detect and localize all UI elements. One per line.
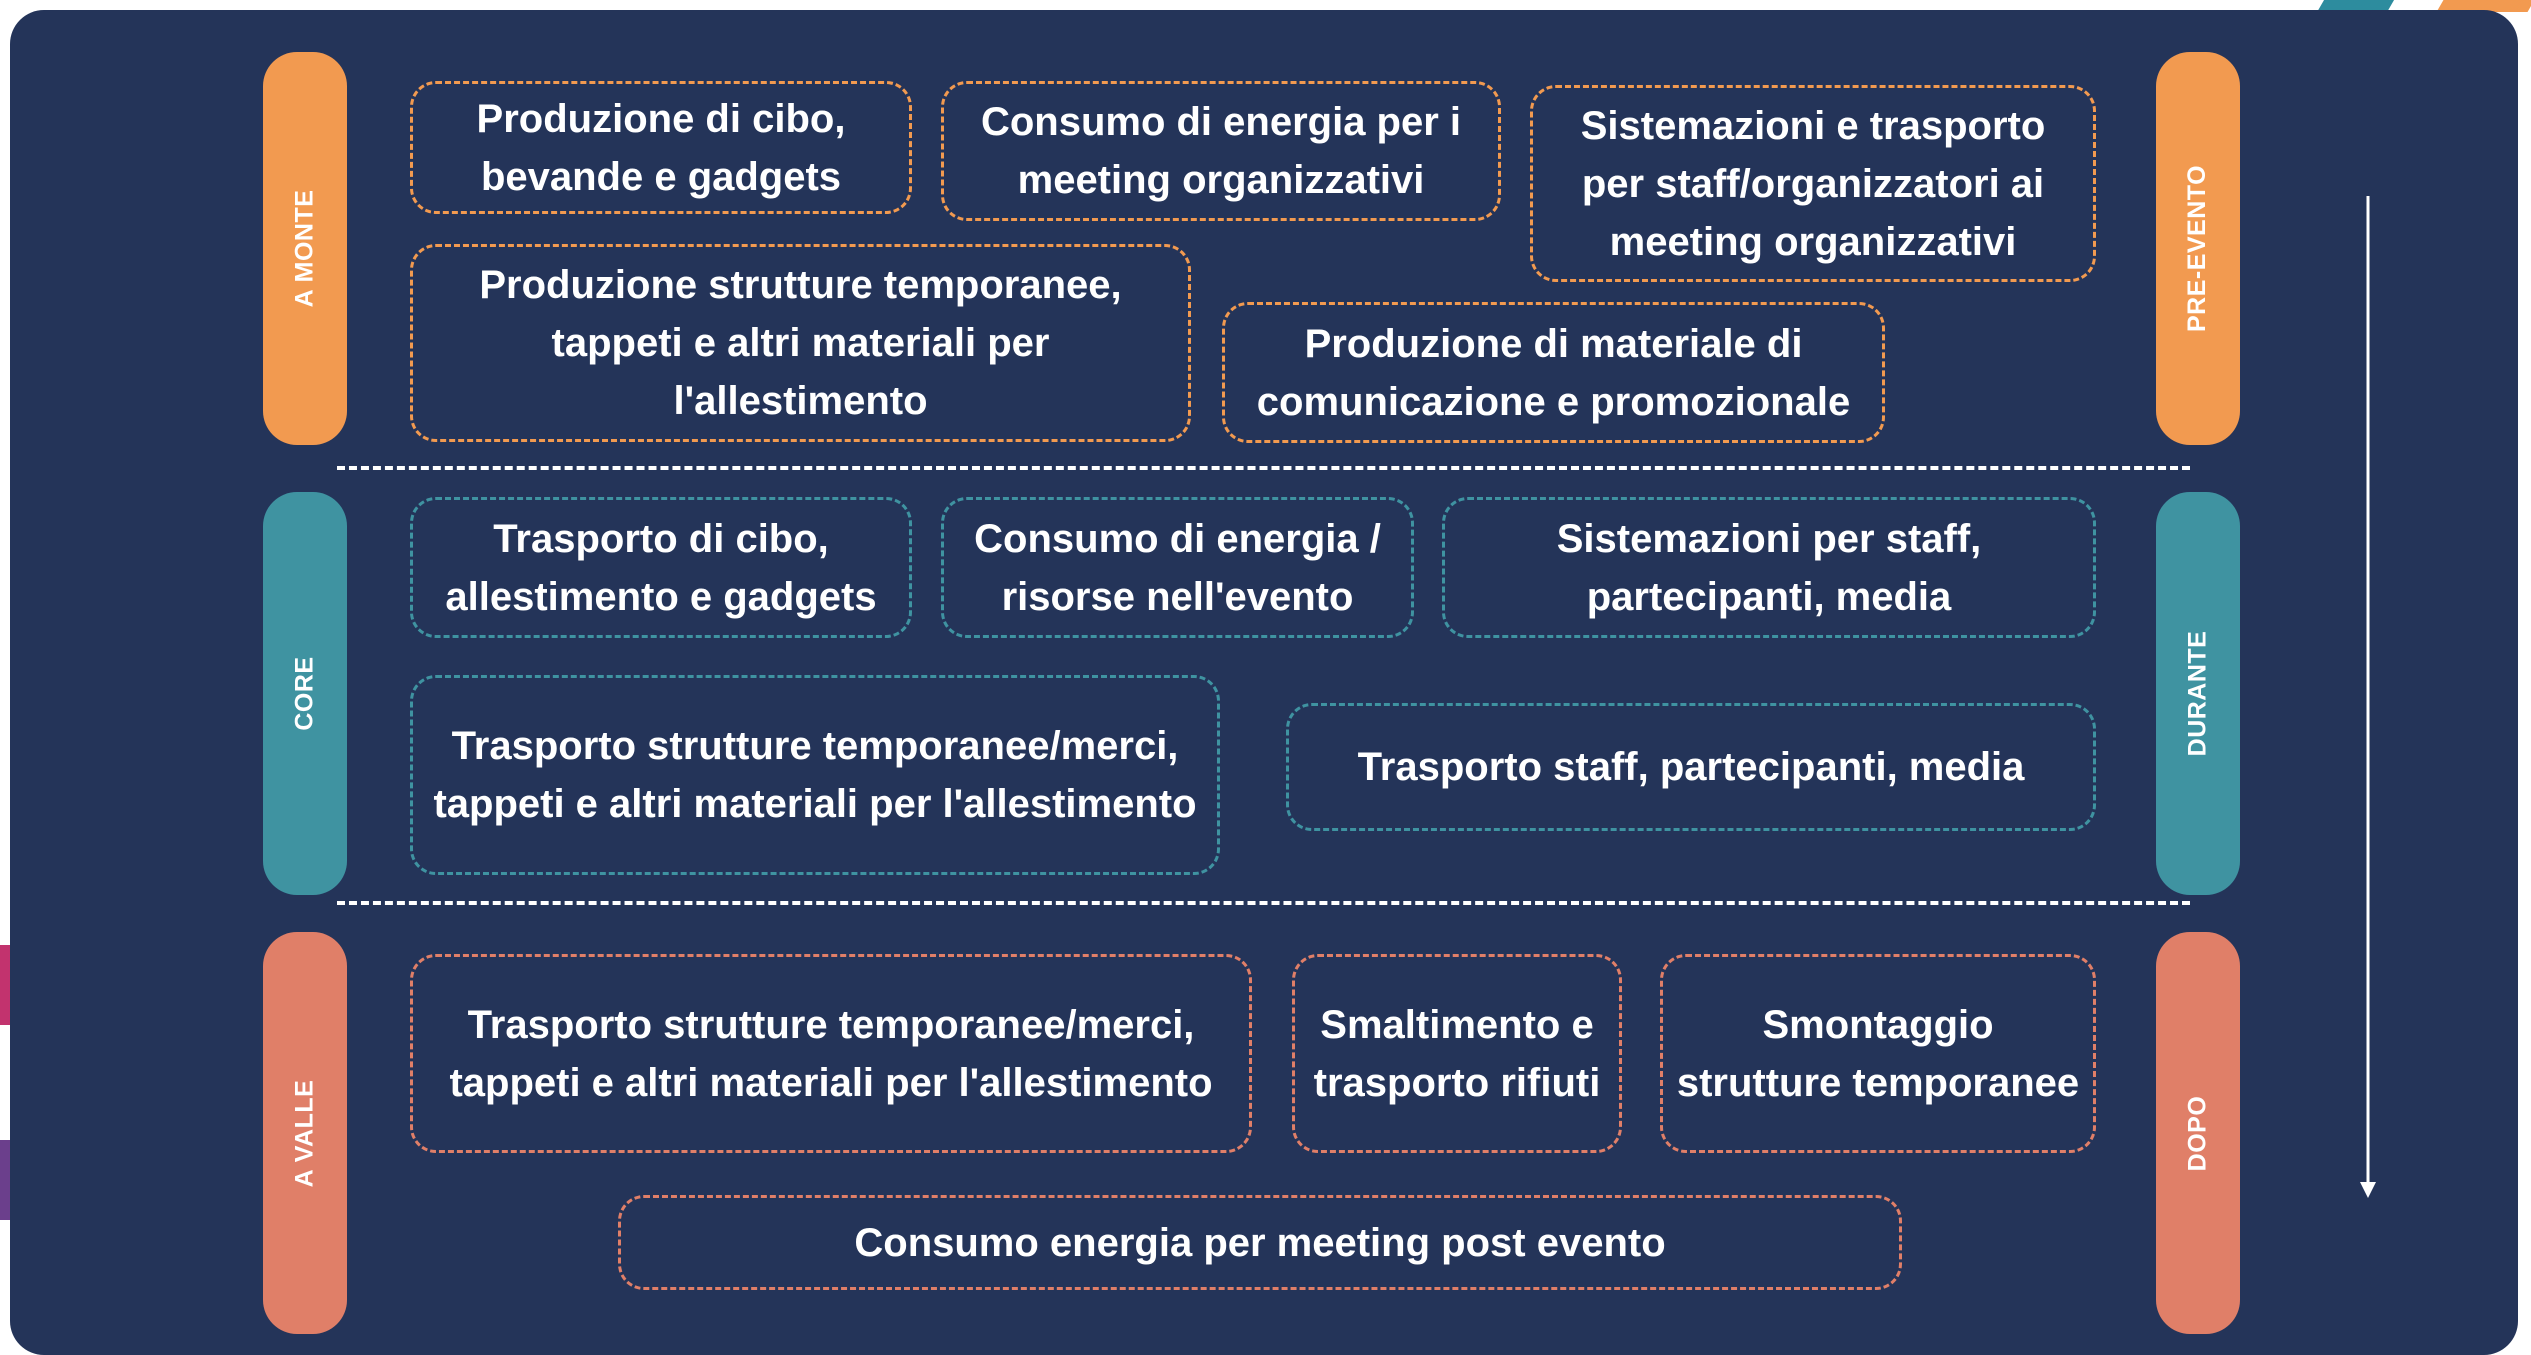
after-label-bar: DOPO: [2156, 932, 2240, 1334]
upstream-box-meeting-energy: Consumo di energia per i meeting organiz…: [941, 81, 1501, 221]
during-label-bar: DURANTE: [2156, 492, 2240, 895]
downstream-box-post-event-energy: Consumo energia per meeting post evento: [618, 1195, 1902, 1290]
section-separator: [337, 466, 2190, 470]
upstream-label: A MONTE: [290, 189, 319, 308]
timeline-arrow: [2360, 196, 2376, 1198]
upstream-box-structures-production: Produzione strutture temporanee, tappeti…: [410, 244, 1191, 442]
after-label: DOPO: [2183, 1095, 2212, 1171]
pre-event-label: PRE-EVENTO: [2183, 164, 2212, 333]
downstream-label-bar: A VALLE: [263, 932, 347, 1334]
core-box-food-transport: Trasporto di cibo, allestimento e gadget…: [410, 497, 912, 638]
upstream-label-bar: A MONTE: [263, 52, 347, 445]
downstream-label: A VALLE: [290, 1079, 319, 1187]
upstream-box-staff-lodging: Sistemazioni e trasporto per staff/organ…: [1530, 85, 2096, 282]
during-label: DURANTE: [2183, 630, 2212, 757]
pre-event-label-bar: PRE-EVENTO: [2156, 52, 2240, 445]
core-label: CORE: [290, 656, 319, 731]
upstream-box-communication-material: Produzione di materiale di comunicazione…: [1222, 302, 1885, 443]
section-separator: [337, 901, 2190, 905]
core-box-structures-transport: Trasporto strutture temporanee/merci, ta…: [410, 675, 1220, 875]
core-box-lodging: Sistemazioni per staff, partecipanti, me…: [1442, 497, 2096, 638]
core-box-event-energy: Consumo di energia / risorse nell'evento: [941, 497, 1414, 638]
upstream-box-food-production: Produzione di cibo, bevande e gadgets: [410, 81, 912, 214]
diagram-panel: A MONTE CORE A VALLE PRE-EVENTO DURANTE …: [10, 10, 2518, 1355]
core-box-people-transport: Trasporto staff, partecipanti, media: [1286, 703, 2096, 831]
downstream-box-structures-transport: Trasporto strutture temporanee/merci, ta…: [410, 954, 1252, 1153]
downstream-box-waste: Smaltimento e trasporto rifiuti: [1292, 954, 1622, 1153]
core-label-bar: CORE: [263, 492, 347, 895]
downstream-box-dismantling: Smontaggio strutture temporanee: [1660, 954, 2096, 1153]
